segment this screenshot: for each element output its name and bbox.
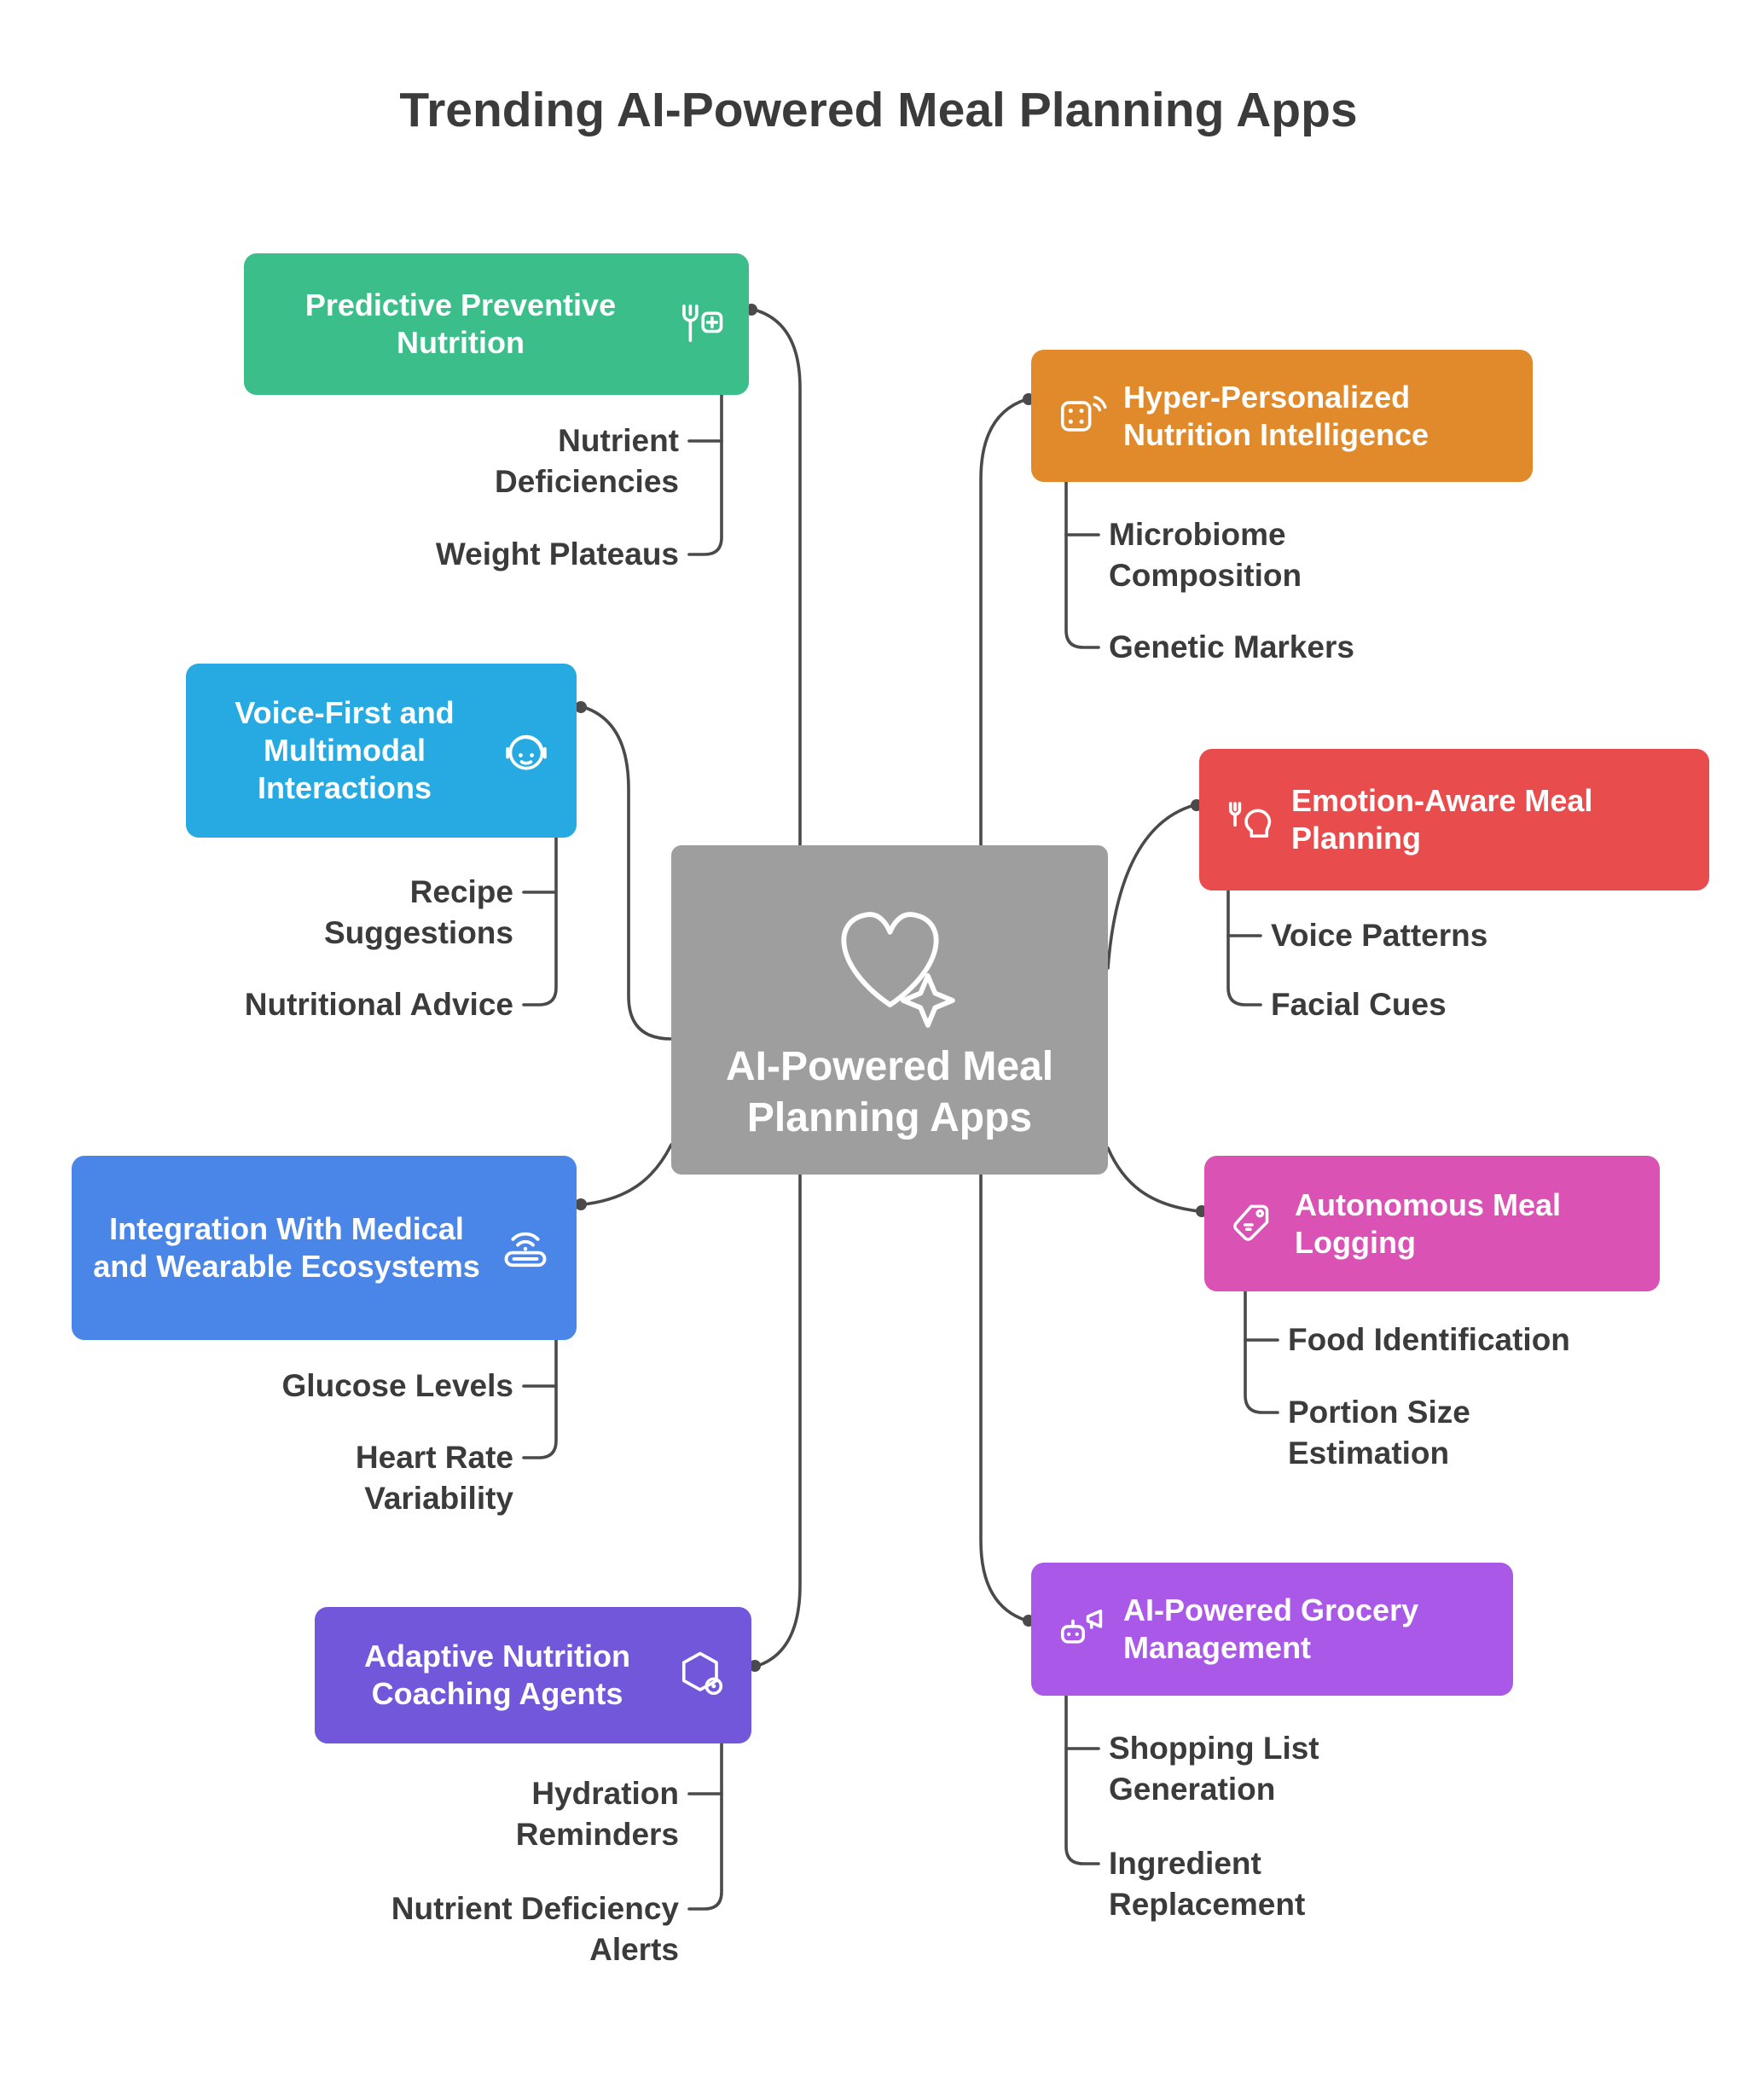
sub-item-portion-size-estimation: Portion Size Estimation [1288, 1395, 1470, 1471]
dot-integration [575, 1198, 587, 1210]
sub-item-weight-plateaus: Weight Plateaus [435, 537, 679, 571]
connector-emotion [1106, 803, 1196, 970]
subtree-hyper [1064, 480, 1100, 649]
connector-autonomous [1106, 1146, 1201, 1213]
sub-item-voice-patterns: Voice Patterns [1271, 918, 1488, 953]
heart-sparkle-icon [803, 877, 977, 1040]
branch-label: Adaptive Nutrition Coaching Agents [364, 1639, 630, 1711]
branch-label: Voice-First and Multimodal Interactions [235, 695, 455, 805]
voice-assistant-face-icon [496, 721, 556, 780]
subtree-voice [522, 836, 558, 1006]
smart-tag-icon [1225, 1196, 1281, 1252]
branch-node-adaptive-nutrition-coaching: Adaptive Nutrition Coaching Agents [315, 1607, 751, 1743]
branch-node-integration-medical-wearable: Integration With Medical and Wearable Ec… [72, 1156, 577, 1340]
subtree-autonomous [1244, 1290, 1279, 1414]
center-node-label: AI-Powered Meal Planning Apps [725, 1043, 1054, 1140]
subtree-integration [522, 1338, 558, 1459]
sub-item-glucose-levels: Glucose Levels [281, 1368, 513, 1403]
wearable-band-icon [495, 1217, 556, 1279]
connector-hyper [979, 397, 1029, 847]
fork-plus-icon [670, 295, 728, 353]
branch-node-ai-grocery-management: AI-Powered Grocery Management [1031, 1563, 1513, 1696]
fork-head-icon [1220, 791, 1278, 849]
connector-integration [582, 1143, 673, 1206]
sub-item-food-identification: Food Identification [1288, 1322, 1570, 1357]
sub-item-hydration-reminders: Hydration Reminders [515, 1776, 679, 1852]
sub-item-shopping-list-generation: Shopping List Generation [1109, 1731, 1319, 1807]
branch-label: AI-Powered Grocery Management [1123, 1592, 1419, 1665]
sub-item-genetic-markers: Genetic Markers [1109, 629, 1354, 664]
sub-item-recipe-suggestions: Recipe Suggestions [323, 874, 513, 950]
branch-label: Emotion-Aware Meal Planning [1291, 783, 1593, 856]
sub-item-nutrient-deficiency-alerts: Nutrient Deficiency Alerts [391, 1891, 679, 1967]
subtree-adaptive [687, 1742, 723, 1911]
hexagon-agent-icon [673, 1646, 731, 1704]
branch-node-hyper-personalized-nutrition: Hyper-Personalized Nutrition Intelligenc… [1031, 350, 1533, 482]
branch-node-predictive-preventive-nutrition: Predictive Preventive Nutrition [244, 253, 749, 395]
connector-voice [582, 705, 673, 1041]
branch-node-emotion-aware-meal-planning: Emotion-Aware Meal Planning [1199, 749, 1709, 890]
subtree-emotion [1226, 889, 1262, 1006]
connector-predictive [752, 308, 802, 847]
sub-item-microbiome-composition: Microbiome Composition [1109, 517, 1302, 593]
branch-label: Predictive Preventive Nutrition [304, 287, 617, 360]
dot-voice [575, 701, 587, 713]
sub-item-heart-rate-variability: Heart Rate Variability [355, 1440, 513, 1516]
subtree-grocery [1064, 1694, 1100, 1865]
sub-item-facial-cues: Facial Cues [1271, 987, 1447, 1022]
branch-label: Hyper-Personalized Nutrition Intelligenc… [1123, 379, 1429, 452]
subtree-predictive [687, 393, 723, 556]
sub-item-nutritional-advice: Nutritional Advice [244, 987, 513, 1022]
branch-node-autonomous-meal-logging: Autonomous Meal Logging [1204, 1156, 1660, 1291]
branch-label: Integration With Medical and Wearable Ec… [93, 1211, 480, 1284]
sub-item-ingredient-replacement: Ingredient Replacement [1109, 1846, 1306, 1922]
connector-adaptive [756, 1173, 802, 1668]
robot-megaphone-icon [1052, 1600, 1110, 1658]
diagram-title: Trending AI-Powered Meal Planning Apps [399, 83, 1358, 137]
branch-label: Autonomous Meal Logging [1295, 1186, 1561, 1260]
center-node: AI-Powered Meal Planning Apps [671, 845, 1108, 1175]
connector-grocery [979, 1173, 1029, 1622]
dice-signal-icon [1052, 387, 1110, 445]
sub-item-nutrient-deficiencies: Nutrient Deficiencies [495, 423, 679, 499]
branch-node-voice-first-multimodal: Voice-First and Multimodal Interactions [186, 664, 577, 838]
